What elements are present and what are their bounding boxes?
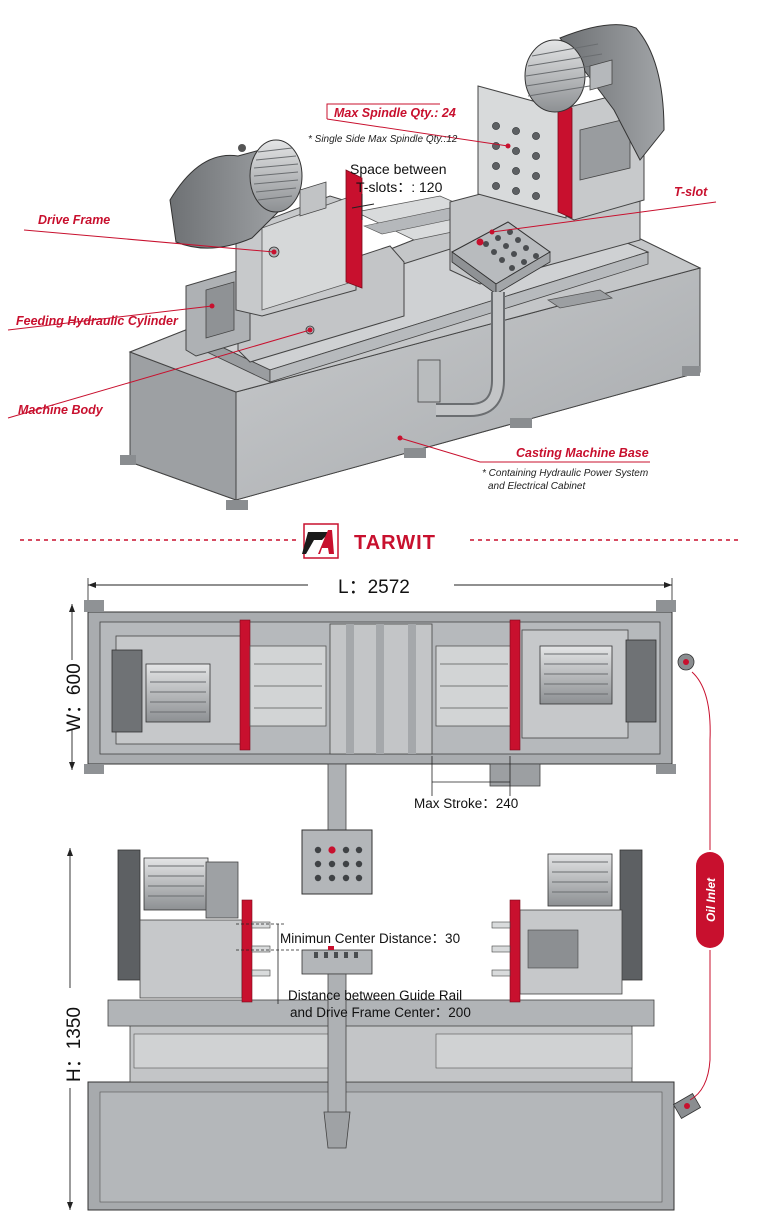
width-dimension: W：600 — [64, 663, 85, 732]
machine-body-label: Machine Body — [18, 403, 104, 417]
oil-inlet-label: Oil Inlet — [704, 877, 718, 922]
casting-base-label: Casting Machine Base — [516, 446, 649, 460]
space-between-label-1: Space between — [350, 161, 447, 177]
motor-icon — [145, 663, 211, 723]
callout-lines — [7, 103, 717, 463]
callout-dots — [209, 143, 511, 441]
drive-frame-label: Drive Frame — [38, 213, 110, 227]
oil-inlet-badge — [696, 852, 724, 948]
base-note-1: * Containing Hydraulic Power System — [482, 468, 648, 479]
guide-rail-dimension-1: Distance between Guide Rail — [288, 988, 462, 1003]
length-dimension: L：2572 — [338, 577, 410, 598]
left-drive-frame — [169, 139, 405, 363]
control-panel-icon — [417, 221, 551, 417]
oil-inlet-front-icon — [672, 1093, 702, 1119]
base-note-2: and Electrical Cabinet — [488, 481, 586, 492]
height-dimension: H：1350 — [64, 1007, 85, 1082]
tarwit-logo: TARWIT — [302, 523, 436, 559]
brand-name: TARWIT — [354, 532, 436, 554]
single-side-note: * Single Side Max Spindle Qty.:12 — [308, 134, 458, 145]
control-panel-top-icon — [301, 829, 373, 895]
min-center-dimension: Minimun Center Distance：30 — [280, 931, 460, 946]
right-drive-frame — [449, 24, 665, 285]
feeding-cylinder-label: Feeding Hydraulic Cylinder — [16, 314, 179, 328]
tslot-label: T-slot — [674, 185, 708, 199]
space-between-label-2: T-slots：: 120 — [356, 179, 443, 195]
guide-rail-dimension-2: and Drive Frame Center：200 — [290, 1005, 471, 1020]
front-view: H：1350 — [56, 671, 724, 1211]
max-spindle-label: Max Spindle Qty.: 24 — [334, 106, 456, 120]
max-stroke-dimension: Max Stroke：240 — [414, 796, 518, 811]
brand-divider: TARWIT — [20, 523, 740, 559]
tslot-gap-arrow — [351, 203, 375, 209]
isometric-view: Max Spindle Qty.: 24 * Single Side Max S… — [7, 24, 717, 510]
top-view: L：2572 W：600 — [60, 574, 695, 895]
